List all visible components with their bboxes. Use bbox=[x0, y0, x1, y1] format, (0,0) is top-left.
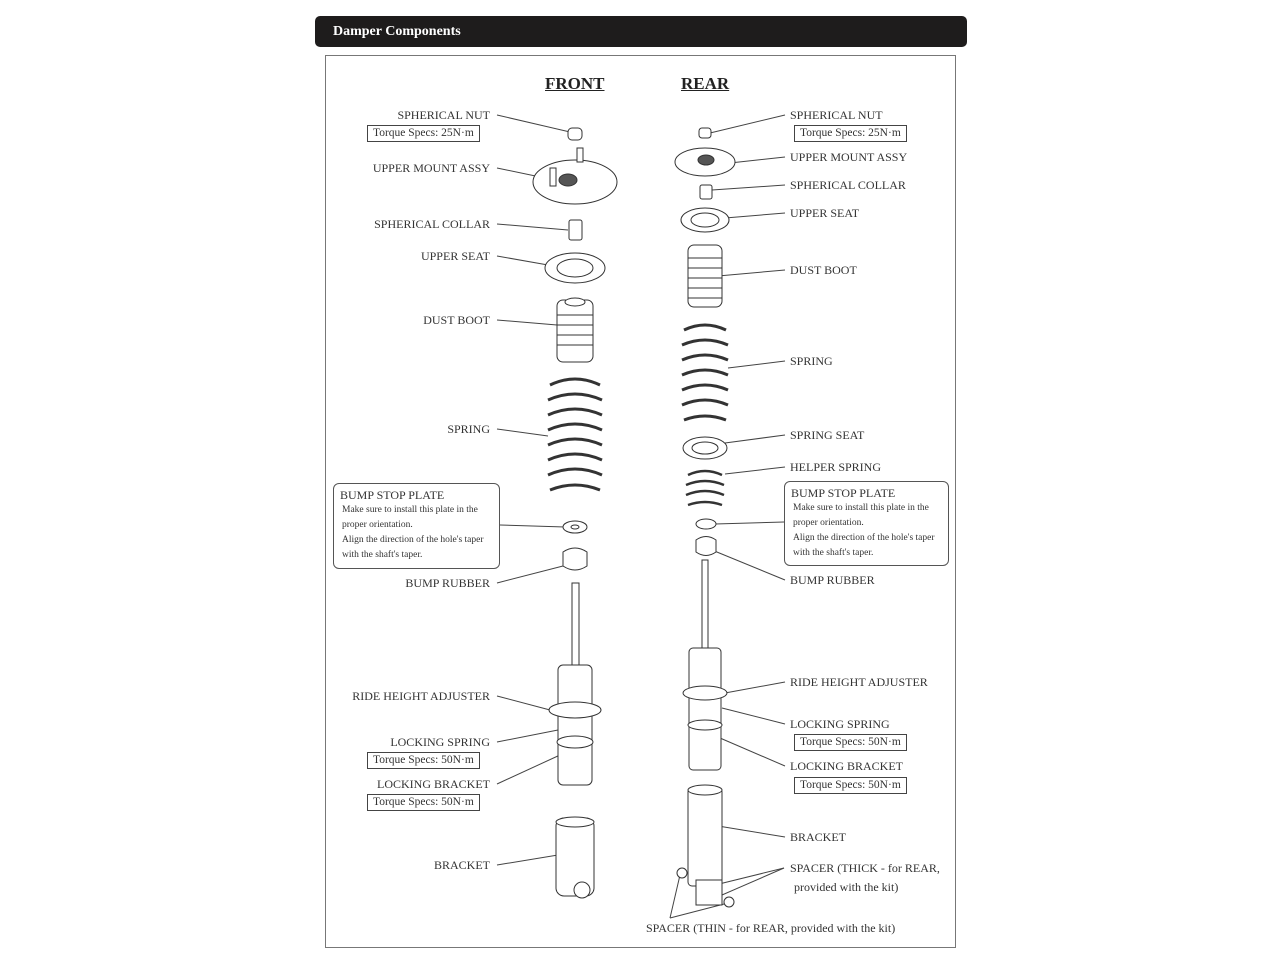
front-label-locking-bracket: LOCKING BRACKET bbox=[377, 777, 490, 791]
rear-label-ride-height: RIDE HEIGHT ADJUSTER bbox=[790, 675, 928, 689]
front-label-spherical-nut: SPHERICAL NUT bbox=[397, 108, 490, 122]
note-line: proper orientation. bbox=[793, 518, 864, 528]
note-line: with the shaft's taper. bbox=[793, 548, 874, 558]
rear-parts bbox=[674, 127, 736, 908]
front-label-bump-rubber: BUMP RUBBER bbox=[405, 576, 490, 590]
front-label-spherical-collar: SPHERICAL COLLAR bbox=[374, 217, 490, 231]
front-title: FRONT bbox=[545, 74, 605, 93]
note-line: Align the direction of the hole's taper bbox=[793, 533, 935, 543]
front-bump-stop-note: BUMP STOP PLATE Make sure to install thi… bbox=[333, 483, 500, 569]
rear-label-spacer-thin: SPACER (THIN - for REAR, provided with t… bbox=[646, 921, 896, 935]
front-label-locking-spring: LOCKING SPRING bbox=[390, 735, 490, 749]
front-label-dust-boot: DUST BOOT bbox=[423, 313, 490, 327]
front-torque-spec-nut: Torque Specs: 25N·m bbox=[367, 125, 480, 142]
leader-lines bbox=[496, 114, 786, 919]
rear-title: REAR bbox=[681, 74, 730, 93]
note-title: BUMP STOP PLATE bbox=[791, 486, 896, 500]
rear-torque-spec-locking-bracket: Torque Specs: 50N·m bbox=[794, 777, 907, 794]
rear-bump-stop-note: BUMP STOP PLATE Make sure to install thi… bbox=[784, 481, 949, 566]
rear-label-spherical-collar: SPHERICAL COLLAR bbox=[790, 178, 906, 192]
rear-label-dust-boot: DUST BOOT bbox=[790, 263, 857, 277]
note-line: Make sure to install this plate in the bbox=[342, 505, 478, 515]
rear-label-spacer-thick: SPACER (THICK - for REAR, bbox=[790, 861, 940, 875]
rear-label-spring: SPRING bbox=[790, 354, 833, 368]
note-line: Align the direction of the hole's taper bbox=[342, 535, 484, 545]
rear-label-locking-bracket: LOCKING BRACKET bbox=[790, 759, 903, 773]
rear-label-spacer-thick-note: provided with the kit) bbox=[794, 880, 899, 894]
front-torque-spec-locking-spring: Torque Specs: 50N·m bbox=[367, 752, 480, 769]
front-torque-spec-locking-bracket: Torque Specs: 50N·m bbox=[367, 794, 480, 811]
front-label-ride-height: RIDE HEIGHT ADJUSTER bbox=[352, 689, 490, 703]
front-parts bbox=[532, 127, 618, 899]
rear-label-bracket: BRACKET bbox=[790, 830, 847, 844]
rear-torque-spec-nut: Torque Specs: 25N·m bbox=[794, 125, 907, 142]
rear-label-spring-seat: SPRING SEAT bbox=[790, 428, 865, 442]
rear-label-helper-spring: HELPER SPRING bbox=[790, 460, 882, 474]
rear-label-locking-spring: LOCKING SPRING bbox=[790, 717, 890, 731]
rear-label-upper-seat: UPPER SEAT bbox=[790, 206, 860, 220]
front-label-upper-seat: UPPER SEAT bbox=[420, 249, 490, 263]
rear-label-upper-mount: UPPER MOUNT ASSY bbox=[790, 150, 908, 164]
diagram-frame bbox=[325, 55, 956, 948]
note-title: BUMP STOP PLATE bbox=[340, 488, 445, 502]
note-line: proper orientation. bbox=[342, 520, 413, 530]
rear-torque-spec-locking-spring: Torque Specs: 50N·m bbox=[794, 734, 907, 751]
front-label-bracket: BRACKET bbox=[433, 858, 490, 872]
front-label-spring: SPRING bbox=[447, 422, 490, 436]
rear-label-bump-rubber: BUMP RUBBER bbox=[790, 573, 875, 587]
section-header: Damper Components bbox=[315, 16, 967, 47]
note-line: Make sure to install this plate in the bbox=[793, 503, 929, 513]
rear-label-spherical-nut: SPHERICAL NUT bbox=[790, 108, 883, 122]
note-line: with the shaft's taper. bbox=[342, 550, 423, 560]
front-label-upper-mount: UPPER MOUNT ASSY bbox=[372, 161, 490, 175]
